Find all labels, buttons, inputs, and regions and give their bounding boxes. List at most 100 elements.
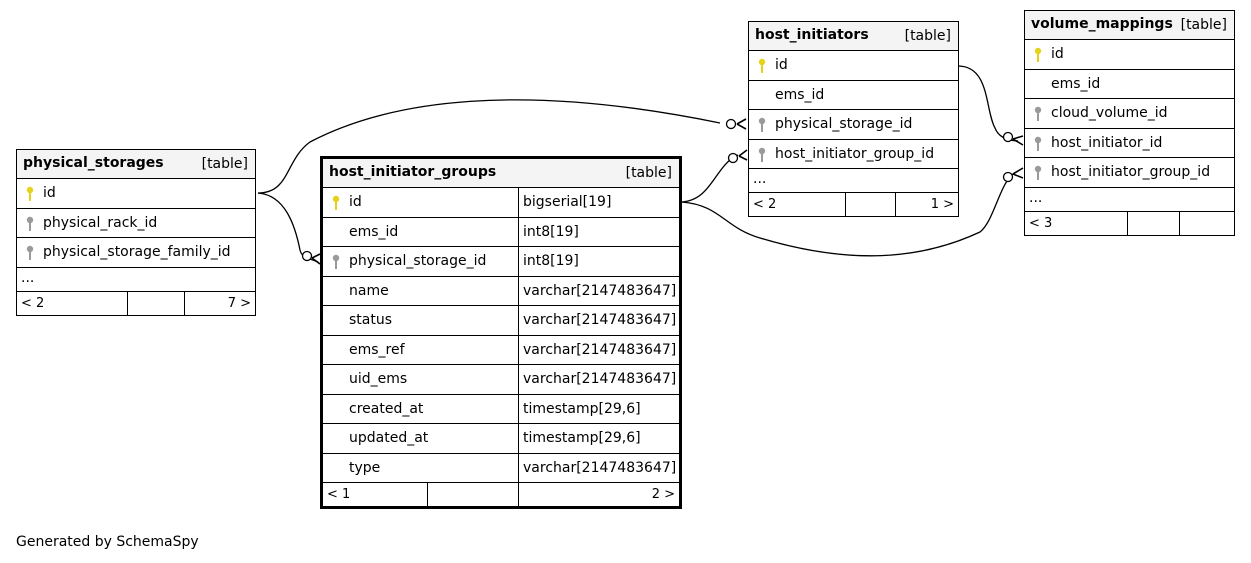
- crowfoot-marker: [1012, 135, 1024, 146]
- table-physical-storages[interactable]: physical_storages [table] id physical_ra…: [16, 149, 256, 316]
- link-groups-to-volume-mappings: [681, 171, 1017, 257]
- foreign-key-icon: [1034, 106, 1042, 121]
- crowfoot-marker: [738, 149, 748, 161]
- column-name: cloud_volume_id: [1051, 105, 1168, 122]
- column-row[interactable]: id: [749, 51, 958, 81]
- column-row[interactable]: cloud_volume_id: [1025, 99, 1234, 129]
- column-name: host_initiator_group_id: [775, 145, 935, 162]
- column-name: ems_id: [775, 86, 825, 103]
- table-name[interactable]: host_initiator_groups: [329, 164, 497, 180]
- column-name: ems_ref: [349, 341, 405, 358]
- column-row[interactable]: ems_id: [1025, 70, 1234, 99]
- column-type: timestamp[29,6]: [518, 424, 641, 453]
- column-type: varchar[2147483647]: [518, 306, 676, 335]
- table-kind: [table]: [201, 156, 248, 172]
- column-row[interactable]: type varchar[2147483647]: [323, 453, 679, 483]
- column-row[interactable]: ems_id int8[19]: [323, 217, 679, 247]
- link-storage-to-initiators: [257, 99, 721, 194]
- column-name: physical_storage_family_id: [43, 244, 231, 261]
- footer-spacer: [427, 483, 519, 506]
- optional-marker: [725, 118, 737, 130]
- more-columns-ellipsis: ...: [749, 169, 958, 193]
- table-footer: < 2 1 >: [749, 193, 958, 216]
- column-row[interactable]: physical_storage_id int8[19]: [323, 247, 679, 277]
- column-name: ems_id: [349, 223, 399, 240]
- column-row[interactable]: ems_ref varchar[2147483647]: [323, 335, 679, 365]
- column-row[interactable]: id: [17, 179, 255, 209]
- column-row[interactable]: physical_storage_id: [749, 110, 958, 140]
- column-name: physical_storage_id: [349, 253, 487, 270]
- parent-count[interactable]: < 2: [21, 295, 45, 311]
- table-footer: < 1 2 >: [323, 483, 679, 506]
- table-header: physical_storages [table]: [17, 150, 255, 179]
- table-name[interactable]: physical_storages: [23, 155, 164, 171]
- parent-count[interactable]: < 2: [753, 197, 777, 212]
- column-type: varchar[2147483647]: [518, 335, 676, 364]
- column-name: updated_at: [349, 430, 429, 447]
- table-volume-mappings[interactable]: volume_mappings [table] id ems_id cloud_…: [1024, 10, 1235, 236]
- column-row[interactable]: host_initiator_id: [1025, 129, 1234, 158]
- table-name[interactable]: volume_mappings: [1031, 16, 1173, 32]
- table-footer: < 3: [1025, 211, 1234, 235]
- foreign-key-icon: [1034, 165, 1042, 180]
- foreign-key-icon: [758, 117, 766, 132]
- foreign-key-icon: [26, 245, 34, 260]
- column-name: ems_id: [1051, 75, 1101, 92]
- column-name: type: [349, 459, 381, 476]
- column-name: name: [349, 282, 389, 299]
- foreign-key-icon: [1034, 136, 1042, 151]
- crowfoot-marker: [736, 118, 747, 130]
- primary-key-icon: [1034, 47, 1042, 62]
- footer-spacer: [127, 291, 185, 315]
- parent-count[interactable]: < 3: [1029, 215, 1053, 231]
- column-type: timestamp[29,6]: [518, 394, 641, 423]
- column-row[interactable]: updated_at timestamp[29,6]: [323, 424, 679, 454]
- more-columns-ellipsis: ...: [17, 268, 255, 292]
- parent-count[interactable]: < 1: [327, 487, 351, 502]
- table-host-initiators[interactable]: host_initiators [table] id ems_id physic…: [748, 21, 959, 217]
- optional-marker: [1002, 131, 1014, 143]
- column-row[interactable]: physical_rack_id: [17, 209, 255, 238]
- column-name: id: [1051, 46, 1064, 63]
- column-name: physical_rack_id: [43, 214, 158, 231]
- link-groups-to-initiators: [681, 154, 739, 203]
- primary-key-icon: [758, 58, 766, 73]
- crowfoot-marker: [311, 253, 321, 265]
- column-type: varchar[2147483647]: [518, 365, 676, 394]
- table-header: volume_mappings [table]: [1025, 11, 1234, 40]
- child-count[interactable]: 2 >: [651, 487, 675, 502]
- column-row[interactable]: status varchar[2147483647]: [323, 306, 679, 336]
- footer-spacer: [845, 193, 896, 216]
- table-name[interactable]: host_initiators: [755, 27, 869, 43]
- column-name: id: [349, 194, 362, 211]
- optional-marker: [1002, 171, 1014, 183]
- column-row[interactable]: name varchar[2147483647]: [323, 276, 679, 306]
- foreign-key-icon: [758, 147, 766, 162]
- column-row[interactable]: id: [1025, 40, 1234, 70]
- column-row[interactable]: created_at timestamp[29,6]: [323, 394, 679, 424]
- column-name: created_at: [349, 400, 424, 417]
- column-name: physical_storage_id: [775, 116, 913, 133]
- child-count[interactable]: 1 >: [930, 197, 954, 212]
- column-name: host_initiator_group_id: [1051, 164, 1211, 181]
- column-name: id: [43, 185, 56, 202]
- column-row[interactable]: host_initiator_group_id: [749, 140, 958, 169]
- optional-marker: [727, 152, 739, 164]
- primary-key-icon: [26, 186, 34, 201]
- column-name: host_initiator_id: [1051, 134, 1163, 151]
- child-count[interactable]: [1180, 212, 1234, 235]
- column-row[interactable]: id bigserial[19]: [323, 188, 679, 218]
- column-row[interactable]: ems_id: [749, 81, 958, 110]
- foreign-key-icon: [332, 254, 340, 269]
- child-count[interactable]: 7 >: [227, 295, 251, 311]
- table-footer: < 2 7 >: [17, 291, 255, 315]
- column-row[interactable]: host_initiator_group_id: [1025, 158, 1234, 188]
- optional-marker: [301, 250, 313, 262]
- crowfoot-marker: [1012, 167, 1024, 179]
- column-type: int8[19]: [518, 247, 579, 276]
- column-type: int8[19]: [518, 217, 579, 246]
- table-host-initiator-groups[interactable]: host_initiator_groups [table] id bigseri…: [320, 156, 682, 509]
- column-row[interactable]: uid_ems varchar[2147483647]: [323, 365, 679, 395]
- column-row[interactable]: physical_storage_family_id: [17, 238, 255, 268]
